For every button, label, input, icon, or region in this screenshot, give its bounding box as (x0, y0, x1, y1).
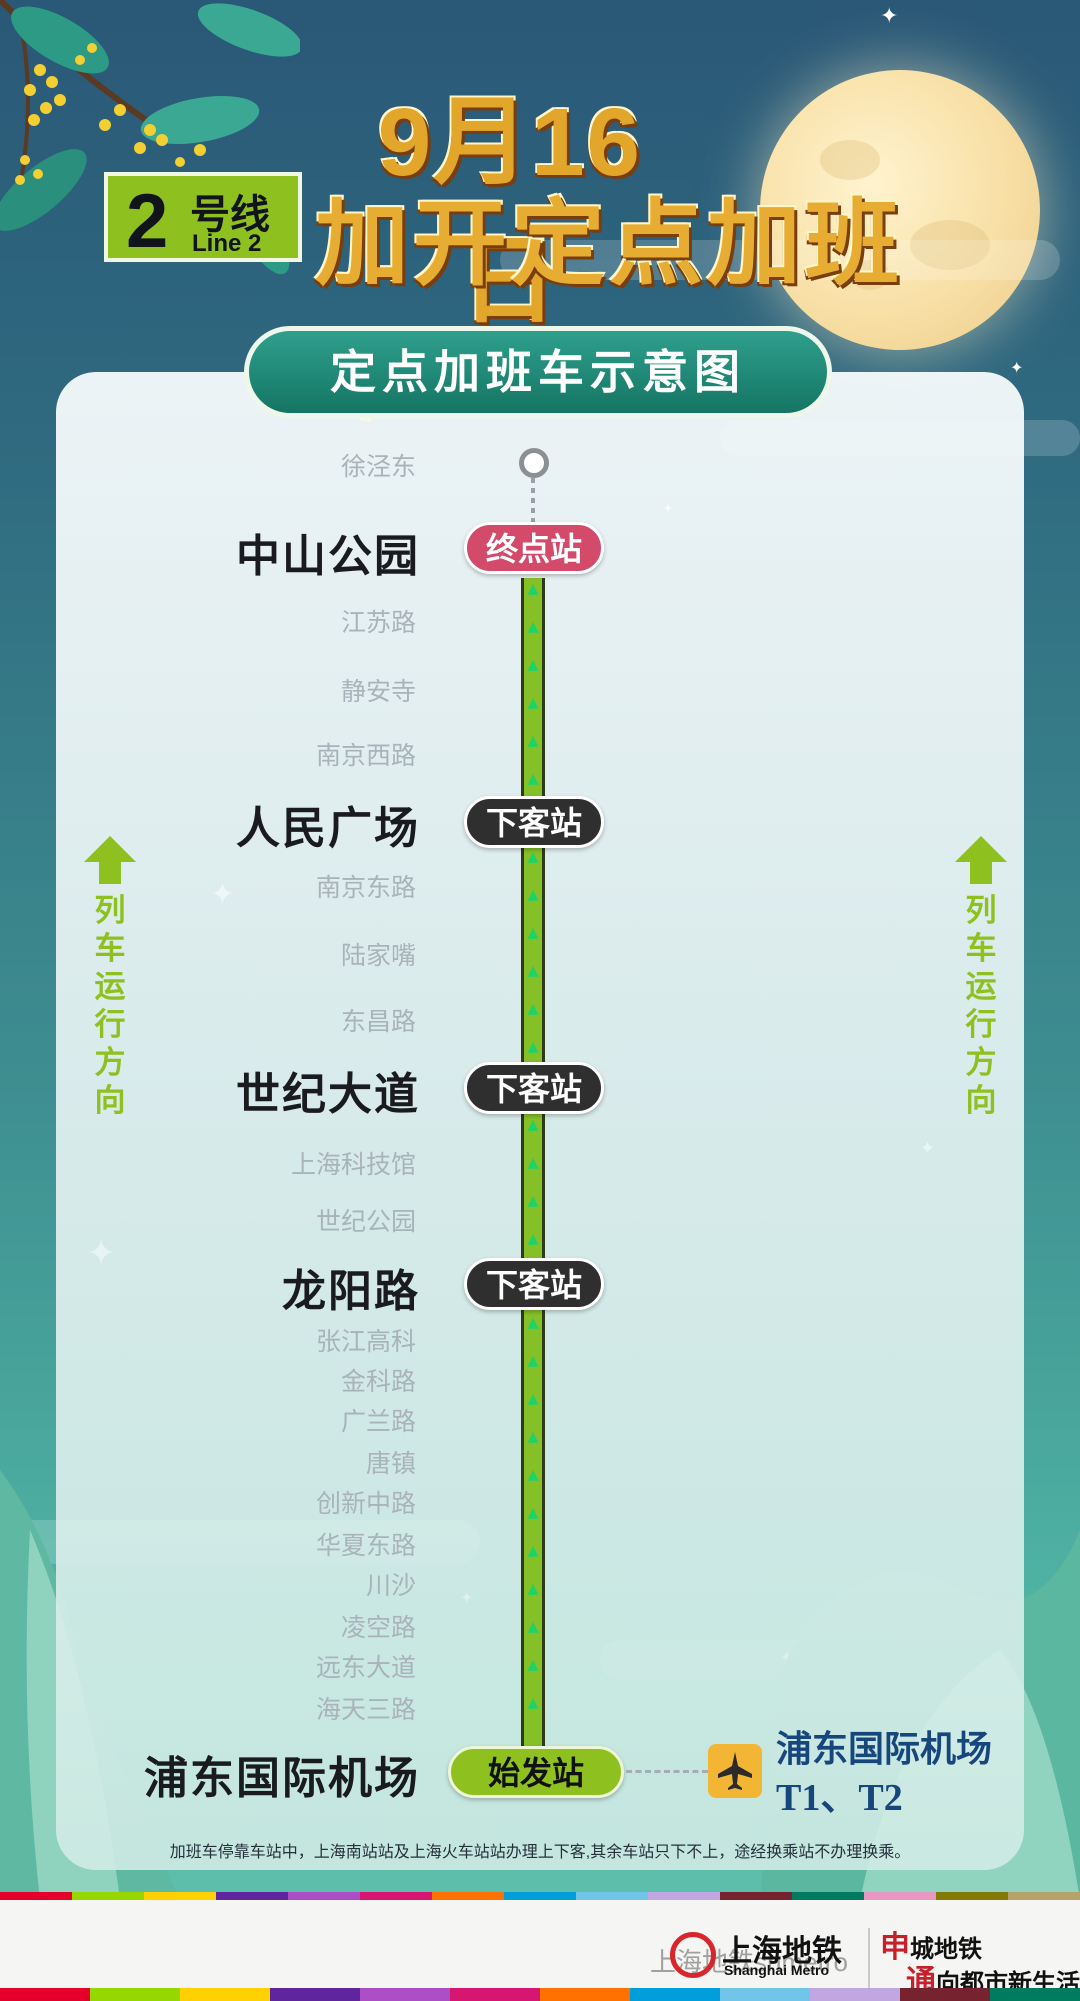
direction-label: 列车 运行 方向 (94, 893, 126, 1118)
line-label-en: Line 2 (192, 230, 262, 257)
airport-terminals: T1、T2 (776, 1777, 903, 1819)
star-icon: ✦ (1010, 358, 1024, 377)
origin-station-tag: 始发站 (448, 1746, 624, 1798)
station-century-park: 世纪公园 (315, 1208, 416, 1236)
chevron-up-icon: ▲ (527, 657, 539, 673)
station-jingan-temple: 静安寺 (340, 678, 416, 706)
line-end-circle-icon (519, 448, 549, 478)
station-jinke-rd: 金科路 (340, 1368, 416, 1396)
chevron-up-icon: ▲ (527, 771, 539, 787)
station-chuangxin-zhong: 创新中路 (315, 1490, 416, 1518)
star-icon: ✦ (880, 4, 899, 29)
station-lujiazui: 陆家嘴 (340, 942, 416, 970)
chevron-up-icon: ▲ (527, 619, 539, 635)
up-arrow-icon (84, 836, 136, 862)
chevron-up-icon: ▲ (527, 1543, 539, 1559)
station-nanjing-e: 南京东路 (315, 874, 416, 902)
station-yuandong-ave: 远东大道 (315, 1654, 416, 1682)
station-nanjing-w: 南京西路 (315, 742, 416, 770)
train-direction-indicator-left: 列车 运行 方向 (80, 836, 140, 1120)
line-colors-strip (0, 1892, 1080, 1900)
station-huaxia-dong: 华夏东路 (315, 1532, 416, 1560)
station-dongchang-rd: 东昌路 (340, 1008, 416, 1036)
train-direction-indicator-right: 列车 运行 方向 (951, 836, 1011, 1120)
chevron-up-icon: ▲ (527, 1353, 539, 1369)
station-century-ave: 世纪大道 (236, 1070, 420, 1119)
chevron-up-icon: ▲ (527, 581, 539, 597)
chevron-up-icon: ▲ (527, 1039, 539, 1055)
line-number: 2 (126, 179, 169, 264)
chevron-up-icon: ▲ (527, 1467, 539, 1483)
chevron-up-icon: ▲ (527, 695, 539, 711)
brand-name-en: Shanghai Metro (724, 1962, 830, 1978)
chevron-up-icon: ▲ (527, 1429, 539, 1445)
footer-bar: 上海地铁shmetro 上海地铁 Shanghai Metro 申城地铁 通向都… (0, 1892, 1080, 2001)
station-guanglan-rd: 广兰路 (340, 1408, 416, 1436)
line-track (521, 578, 545, 1748)
alight-station-tag: 下客站 (464, 1062, 604, 1114)
terminal-station-tag: 终点站 (464, 522, 604, 574)
station-lingkong-rd: 凌空路 (340, 1614, 416, 1642)
station-zhangjiang: 张江高科 (315, 1328, 416, 1356)
chevron-up-icon: ▲ (527, 1619, 539, 1635)
station-tangzhen: 唐镇 (365, 1450, 416, 1478)
station-haitian-3rd: 海天三路 (315, 1696, 416, 1724)
direction-label: 列车 运行 方向 (965, 893, 997, 1118)
cloud-decoration (500, 240, 1060, 280)
station-xujingdong: 徐泾东 (340, 453, 416, 481)
service-note: 加班车停靠车站中，上海南站站及上海火车站站办理上下客,其余车站只下不上，途经换乘… (169, 1844, 911, 1861)
chevron-up-icon: ▲ (527, 1001, 539, 1017)
alight-station-tag: 下客站 (464, 1258, 604, 1310)
chevron-up-icon: ▲ (527, 1657, 539, 1673)
station-longyang-rd: 龙阳路 (282, 1267, 420, 1316)
airplane-icon (708, 1744, 762, 1798)
chevron-up-icon: ▲ (527, 733, 539, 749)
chevron-up-icon: ▲ (527, 1231, 539, 1247)
up-arrow-icon (955, 836, 1007, 862)
chevron-up-icon: ▲ (527, 1155, 539, 1171)
line-label-cn: 号线 (190, 193, 270, 237)
chevron-up-icon: ▲ (527, 1117, 539, 1133)
event-date-title: 9月16日 (377, 89, 643, 335)
chevron-up-icon: ▲ (527, 925, 539, 941)
brand-name-cn: 上海地铁 (722, 1935, 842, 1968)
up-arrow-stem (970, 862, 992, 884)
chevron-up-icon: ▲ (527, 1315, 539, 1331)
airport-name: 浦东国际机场 (776, 1729, 993, 1769)
chevron-up-icon: ▲ (527, 1695, 539, 1711)
chevron-up-icon: ▲ (527, 887, 539, 903)
station-zhongshan-park: 中山公园 (236, 532, 420, 581)
shanghai-metro-logo-icon (670, 1932, 716, 1978)
slogan-line-1: 申城地铁 (880, 1931, 982, 1964)
footer-divider (868, 1928, 870, 1988)
chevron-up-icon: ▲ (527, 963, 539, 979)
chevron-up-icon: ▲ (527, 1391, 539, 1407)
chevron-up-icon: ▲ (527, 1193, 539, 1209)
chevron-up-icon: ▲ (527, 1581, 539, 1597)
up-arrow-stem (99, 862, 121, 884)
line-2-badge: 2 号线 Line 2 (104, 172, 302, 264)
station-peoples-square: 人民广场 (236, 804, 420, 853)
station-pudong-airport: 浦东国际机场 (144, 1754, 420, 1803)
station-sci-museum: 上海科技馆 (290, 1151, 416, 1179)
moon-illustration (760, 70, 1040, 350)
footer-bottom-strip (0, 1988, 1080, 2001)
station-jiangsu-rd: 江苏路 (340, 609, 416, 637)
chevron-up-icon: ▲ (527, 849, 539, 865)
airport-connector-dashline (626, 1770, 708, 1773)
chevron-up-icon: ▲ (527, 1505, 539, 1521)
unserved-segment-dashline (531, 478, 535, 536)
station-chuansha: 川沙 (365, 1572, 416, 1600)
alight-station-tag: 下客站 (464, 796, 604, 848)
diagram-title: 定点加班车示意图 (244, 326, 832, 418)
